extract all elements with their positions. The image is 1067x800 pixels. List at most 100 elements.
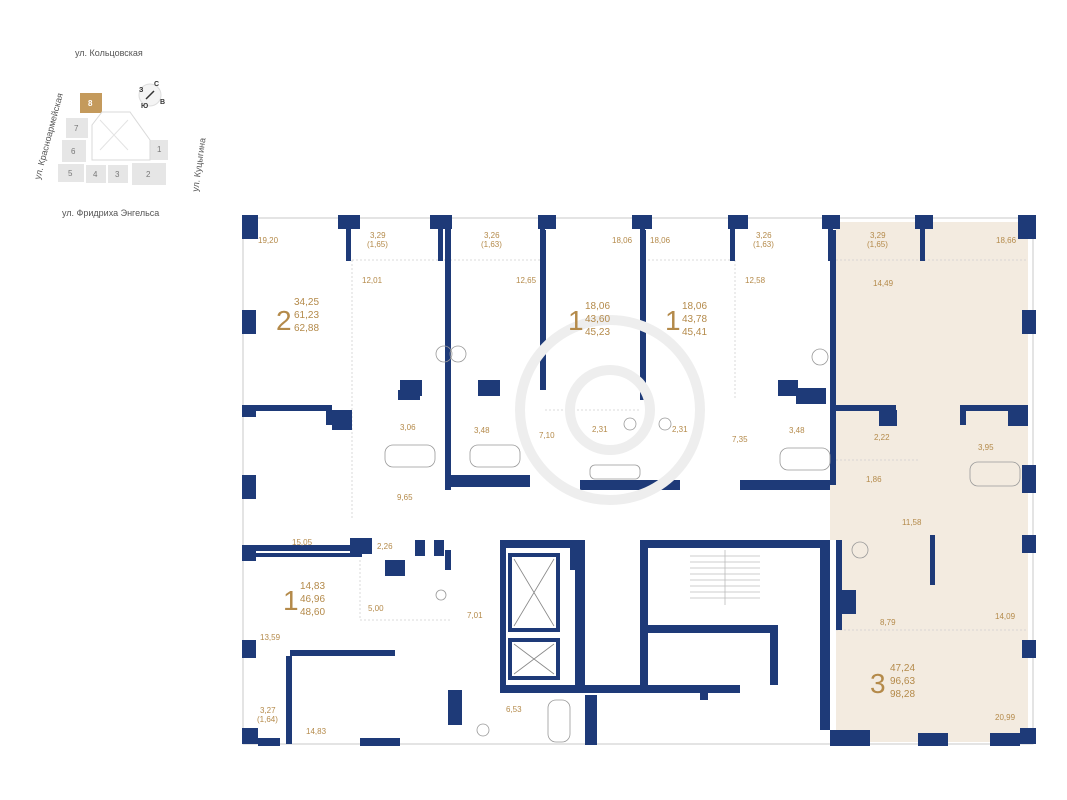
apartment-total: 96,63 xyxy=(890,676,915,687)
apartment-living: 47,24 xyxy=(890,663,915,674)
apartment-total: 43,78 xyxy=(682,314,707,325)
compass-s: Ю xyxy=(141,103,148,110)
courtyard-paths xyxy=(99,119,129,151)
site-block-4[interactable] xyxy=(86,165,106,183)
room-area: 3,27 xyxy=(260,706,276,715)
room-area: 12,01 xyxy=(362,276,383,285)
room-area: 19,20 xyxy=(258,236,279,245)
floor-plan xyxy=(242,215,1036,746)
site-block-5[interactable] xyxy=(58,164,84,182)
apartment-total-balcony: 45,23 xyxy=(585,327,610,338)
room-area: 7,01 xyxy=(467,611,483,620)
site-block-6-label: 6 xyxy=(71,147,76,156)
room-area: 9,65 xyxy=(397,493,413,502)
room-area: 15,05 xyxy=(292,538,313,547)
site-block-6[interactable] xyxy=(62,140,86,162)
site-block-1[interactable] xyxy=(150,140,168,160)
room-area: (1,65) xyxy=(367,240,388,249)
room-area: 14,09 xyxy=(995,612,1016,621)
apartment-1-room-c[interactable]: 1 14,83 46,96 48,60 xyxy=(283,581,325,618)
room-area: 14,83 xyxy=(306,727,327,736)
apartment-3-room[interactable]: 3 47,24 96,63 98,28 xyxy=(870,663,915,700)
apartment-3-highlight[interactable] xyxy=(830,222,1028,742)
apartment-living: 14,83 xyxy=(300,581,325,592)
watermark-logo xyxy=(515,315,705,505)
room-area: 18,06 xyxy=(650,236,671,245)
room-area: 3,48 xyxy=(789,426,805,435)
apartment-rooms: 1 xyxy=(568,305,584,336)
apartment-labels: 2 34,25 61,23 62,88 1 18,06 43,60 45,23 … xyxy=(276,297,915,700)
compass-w: З xyxy=(139,87,144,94)
apartment-living: 18,06 xyxy=(682,301,707,312)
apartment-total-balcony: 45,41 xyxy=(682,327,707,338)
site-block-1-label: 1 xyxy=(157,145,162,154)
room-area: 6,53 xyxy=(506,705,522,714)
room-area: 2,26 xyxy=(377,542,393,551)
site-block-3[interactable] xyxy=(108,165,128,183)
room-area: 7,35 xyxy=(732,435,748,444)
room-area: 3,26 xyxy=(756,231,772,240)
room-area: (1,63) xyxy=(481,240,502,249)
room-area: 3,48 xyxy=(474,426,490,435)
site-block-3-label: 3 xyxy=(115,170,120,179)
apartment-total: 43,60 xyxy=(585,314,610,325)
apartment-rooms: 3 xyxy=(870,668,886,699)
stairs-icon xyxy=(690,550,760,605)
room-area: 5,00 xyxy=(368,604,384,613)
room-area: 12,65 xyxy=(516,276,537,285)
street-south: ул. Фридриха Энгельса xyxy=(62,208,159,218)
room-area: 3,29 xyxy=(370,231,386,240)
site-block-5-label: 5 xyxy=(68,169,73,178)
room-area: 14,49 xyxy=(873,279,894,288)
apartment-living: 34,25 xyxy=(294,297,319,308)
apartment-1-room-a[interactable]: 1 18,06 43,60 45,23 xyxy=(568,301,610,338)
apartment-1-room-b[interactable]: 1 18,06 43,78 45,41 xyxy=(665,301,707,338)
site-plan: ул. Кольцовская ул. Красноармейская ул. … xyxy=(32,48,207,218)
site-block-8[interactable] xyxy=(80,93,102,113)
compass-icon: С Ю З В xyxy=(138,81,165,110)
site-block-7[interactable] xyxy=(66,118,88,138)
elevator-shafts xyxy=(508,553,560,680)
compass-e: В xyxy=(160,99,165,106)
site-block-2[interactable] xyxy=(132,163,166,185)
room-area: 18,06 xyxy=(612,236,633,245)
room-area: 3,26 xyxy=(484,231,500,240)
room-area: 7,10 xyxy=(539,431,555,440)
room-area: 2,22 xyxy=(874,433,890,442)
apartment-total-balcony: 62,88 xyxy=(294,323,319,334)
site-block-7-label: 7 xyxy=(74,124,79,133)
site-block-4-label: 4 xyxy=(93,170,98,179)
apartment-living: 18,06 xyxy=(585,301,610,312)
courtyard-outline xyxy=(91,111,151,161)
dashed-guides xyxy=(351,259,1028,631)
street-north: ул. Кольцовская xyxy=(75,48,143,58)
room-area: 2,31 xyxy=(672,425,688,434)
room-area: 20,99 xyxy=(995,713,1016,722)
room-area: 3,29 xyxy=(870,231,886,240)
sanitary-fixtures xyxy=(384,345,1021,743)
apartment-rooms: 2 xyxy=(276,305,292,336)
room-area: 8,79 xyxy=(880,618,896,627)
room-area: (1,63) xyxy=(753,240,774,249)
street-east: ул. Куцыгина xyxy=(190,137,207,192)
room-area: (1,64) xyxy=(257,715,278,724)
room-area-labels: 19,20 12,01 3,29 (1,65) 3,26 (1,63) 12,6… xyxy=(257,231,1017,736)
room-area: 13,59 xyxy=(260,633,281,642)
apartment-total: 46,96 xyxy=(300,594,325,605)
compass-n: С xyxy=(154,81,159,88)
room-area: 12,58 xyxy=(745,276,766,285)
kitchen-counters xyxy=(332,380,1028,725)
site-block-2-label: 2 xyxy=(146,170,151,179)
room-area: 2,31 xyxy=(592,425,608,434)
room-area: (1,65) xyxy=(867,240,888,249)
apartment-2-room[interactable]: 2 34,25 61,23 62,88 xyxy=(276,297,319,336)
apartment-rooms: 1 xyxy=(283,585,299,616)
apartment-rooms: 1 xyxy=(665,305,681,336)
site-block-8-label: 8 xyxy=(88,99,93,108)
room-area: 18,66 xyxy=(996,236,1017,245)
apartment-total-balcony: 48,60 xyxy=(300,607,325,618)
room-area: 11,58 xyxy=(902,518,922,527)
room-area: 1,86 xyxy=(866,475,882,484)
room-area: 3,06 xyxy=(400,423,416,432)
